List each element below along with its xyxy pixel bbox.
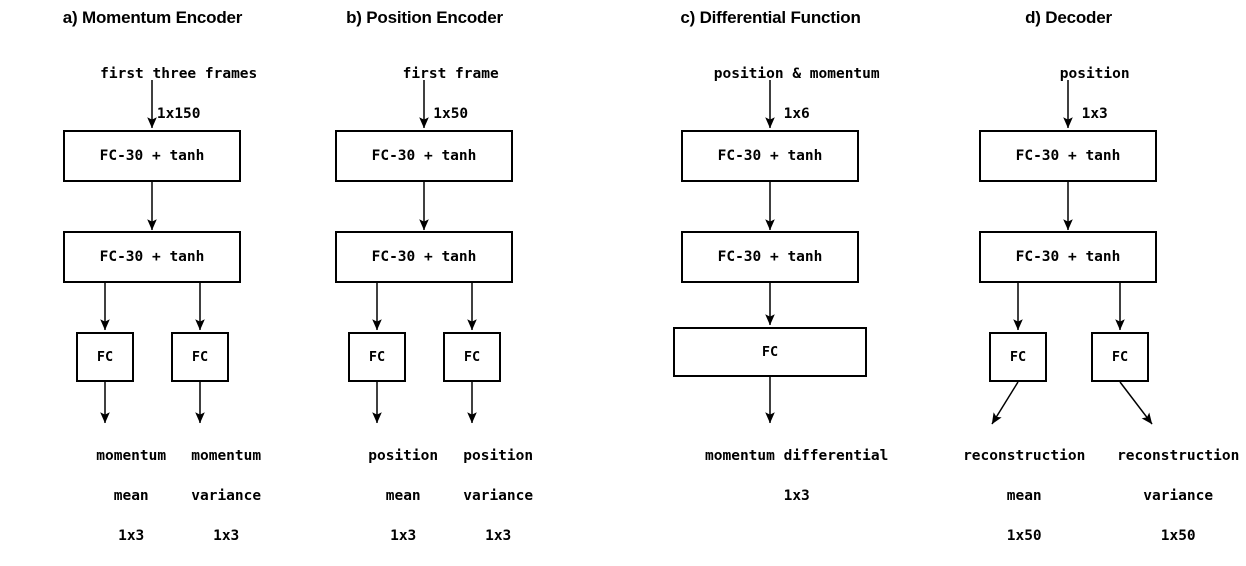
output-name-line2: mean <box>113 488 149 504</box>
layer-label: FC-30 + tanh <box>371 148 477 164</box>
output-name-line1: reconstruction <box>1117 448 1240 464</box>
output-name-line1: position <box>368 448 439 464</box>
layer-box-fc30-tanh-2: FC-30 + tanh <box>63 231 241 283</box>
panel-title-differential-function: c) Differential Function <box>680 8 861 27</box>
input-shape: 1x6 <box>783 106 810 122</box>
panel-title-momentum-encoder: a) Momentum Encoder <box>62 8 243 27</box>
output-name-line1: momentum differential <box>705 448 889 464</box>
layer-label: FC-30 + tanh <box>1015 249 1121 265</box>
input-name: first frame <box>402 66 499 82</box>
head-label: FC <box>1009 349 1027 365</box>
output-name-line1: position <box>463 448 534 464</box>
output-label-momentum-variance: momentum variance 1x3 <box>120 426 280 566</box>
output-name-line2: mean <box>1006 488 1042 504</box>
head-label: FC <box>368 349 386 365</box>
output-shape: 1x50 <box>1160 528 1196 544</box>
output-shape: 1x3 <box>213 528 240 544</box>
output-shape: 1x50 <box>1006 528 1042 544</box>
head-box-fc-mean: FC <box>989 332 1047 382</box>
head-box-fc-mean: FC <box>76 332 134 382</box>
panel-title-decoder: d) Decoder <box>1025 8 1112 27</box>
layer-label: FC-30 + tanh <box>717 148 823 164</box>
output-name-line1: reconstruction <box>963 448 1086 464</box>
input-label-differential-function: position & momentum 1x6 <box>618 44 923 144</box>
head-box-fc-variance: FC <box>1091 332 1149 382</box>
output-name-line2: variance <box>191 488 262 504</box>
output-shape: 1x3 <box>485 528 512 544</box>
input-name: position & momentum <box>713 66 880 82</box>
input-label-momentum-encoder: first three frames 1x150 <box>0 44 305 144</box>
head-box-fc-variance: FC <box>171 332 229 382</box>
input-label-position-encoder: first frame 1x50 <box>272 44 577 144</box>
output-label-reconstruction-variance: reconstruction variance 1x50 <box>1062 426 1242 566</box>
input-label-decoder: position 1x3 <box>916 44 1221 144</box>
layer-label: FC-30 + tanh <box>1015 148 1121 164</box>
panel-position-encoder: b) Position Encoder first frame 1x50 FC-… <box>272 0 577 544</box>
output-name-line1: momentum <box>96 448 167 464</box>
panel-title-position-encoder: b) Position Encoder <box>346 8 503 27</box>
layer-box-fc30-tanh-1: FC-30 + tanh <box>979 130 1157 182</box>
output-name-line2: variance <box>1143 488 1214 504</box>
panel-decoder: d) Decoder position 1x3 FC-30 + tanh FC-… <box>916 0 1239 544</box>
output-shape: 1x3 <box>783 488 810 504</box>
input-shape: 1x3 <box>1081 106 1108 122</box>
input-name: position <box>1059 66 1130 82</box>
layer-box-fc30-tanh-1: FC-30 + tanh <box>63 130 241 182</box>
input-shape: 1x150 <box>156 106 201 122</box>
input-name: first three frames <box>100 66 258 82</box>
panel-differential-function: c) Differential Function position & mome… <box>618 0 923 520</box>
layer-box-fc30-tanh-2: FC-30 + tanh <box>681 231 859 283</box>
output-label-position-variance: position variance 1x3 <box>392 426 552 566</box>
head-box-fc-variance: FC <box>443 332 501 382</box>
layer-box-fc30-tanh-1: FC-30 + tanh <box>335 130 513 182</box>
head-label: FC <box>96 349 114 365</box>
panel-momentum-encoder: a) Momentum Encoder first three frames 1… <box>0 0 305 544</box>
head-label: FC <box>463 349 481 365</box>
head-box-fc: FC <box>673 327 867 377</box>
output-name-line2: mean <box>385 488 421 504</box>
layer-label: FC-30 + tanh <box>371 249 477 265</box>
architecture-diagram: a) Momentum Encoder first three frames 1… <box>0 0 1240 544</box>
layer-label: FC-30 + tanh <box>99 148 205 164</box>
layer-box-fc30-tanh-2: FC-30 + tanh <box>335 231 513 283</box>
layer-box-fc30-tanh-2: FC-30 + tanh <box>979 231 1157 283</box>
head-label: FC <box>191 349 209 365</box>
output-label-momentum-differential: momentum differential 1x3 <box>598 426 943 526</box>
head-label: FC <box>1111 349 1129 365</box>
input-shape: 1x50 <box>433 106 469 122</box>
output-name-line1: momentum <box>191 448 262 464</box>
output-name-line2: variance <box>463 488 534 504</box>
head-label: FC <box>761 344 779 360</box>
layer-box-fc30-tanh-1: FC-30 + tanh <box>681 130 859 182</box>
output-label-reconstruction-mean: reconstruction mean 1x50 <box>908 426 1088 566</box>
layer-label: FC-30 + tanh <box>99 249 205 265</box>
layer-label: FC-30 + tanh <box>717 249 823 265</box>
head-box-fc-mean: FC <box>348 332 406 382</box>
